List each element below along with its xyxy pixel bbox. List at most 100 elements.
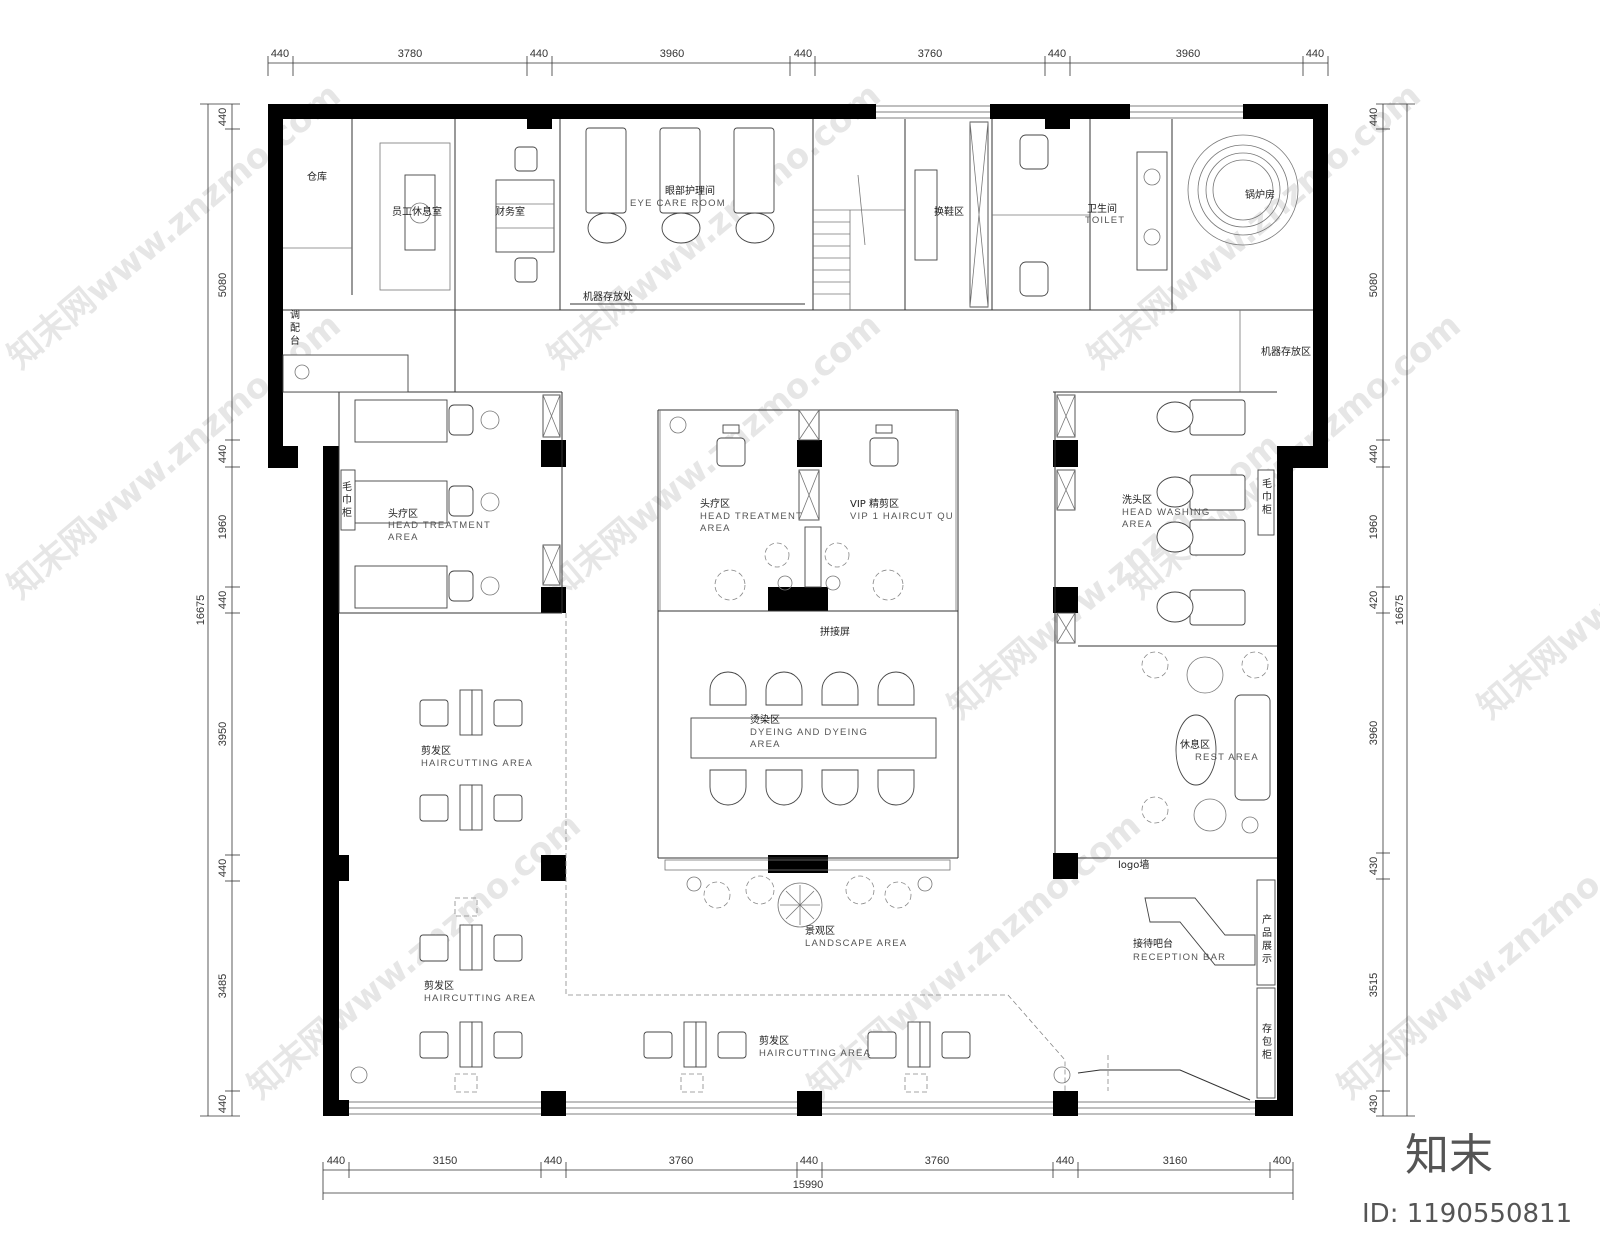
label-rest-en: REST AREA <box>1195 752 1259 763</box>
haircut-station <box>419 784 523 831</box>
label-towel-right-2: 巾 <box>1262 490 1272 503</box>
label-rest: 休息区 <box>1180 738 1210 751</box>
label-toilet: 卫生间 <box>1087 202 1117 215</box>
dim-left-4: 1960 <box>217 515 229 539</box>
dim-left-5: 440 <box>217 591 229 609</box>
label-wash: 洗头区 <box>1122 494 1152 506</box>
dim-right-8: 3515 <box>1368 973 1380 997</box>
dim-right-7: 430 <box>1368 857 1380 875</box>
label-towel-right-3: 柜 <box>1262 503 1272 516</box>
label-towel-left-1: 毛 <box>342 481 352 493</box>
label-bag-2: 包 <box>1262 1035 1272 1048</box>
rest-area-furniture <box>1141 651 1271 834</box>
dim-right-5: 420 <box>1368 591 1380 609</box>
dimension-top: 440 3780 440 3960 440 3760 440 3960 440 <box>267 48 1329 76</box>
image-id: ID: 1190550811 <box>1362 1199 1572 1229</box>
dim-bottom-8: 3160 <box>1163 1155 1187 1167</box>
label-dye-en1: DYEING AND DYEING <box>750 727 868 738</box>
label-landscape: 景观区 <box>805 925 835 937</box>
dim-left-6: 3950 <box>217 722 229 746</box>
partitions <box>283 119 1313 1091</box>
label-toilet-en: TOILET <box>1085 215 1125 226</box>
label-wash-en1: HEAD WASHING <box>1122 507 1210 518</box>
label-head-treat-mid-en1: HEAD TREATMENT <box>700 511 803 522</box>
label-towel-left-3: 柜 <box>342 506 352 519</box>
label-bag-1: 存 <box>1262 1022 1272 1035</box>
dim-top-8: 3960 <box>1176 48 1200 60</box>
dim-bottom-4: 3760 <box>669 1155 693 1167</box>
dimension-bottom: 440 3150 440 3760 440 3760 440 3160 400 … <box>322 1155 1294 1200</box>
label-warehouse: 仓库 <box>307 170 327 183</box>
label-head-treat-mid-en2: AREA <box>700 523 731 534</box>
label-haircut-2-en: HAIRCUTTING AREA <box>424 993 536 1004</box>
dim-top-5: 440 <box>794 48 812 60</box>
dim-left-1: 440 <box>217 108 229 126</box>
haircut-station <box>419 689 523 736</box>
label-machine-storage-right: 机器存放区 <box>1261 345 1311 358</box>
dim-right-total: 16675 <box>1394 595 1406 626</box>
dim-bottom-3: 440 <box>544 1155 562 1167</box>
washing-area-furniture <box>1156 399 1275 626</box>
dim-right-6: 3960 <box>1368 721 1380 745</box>
label-vip-en: VIP 1 HAIRCUT QU <box>850 511 954 522</box>
dim-bottom-1: 440 <box>327 1155 345 1167</box>
label-dye: 烫染区 <box>750 713 780 726</box>
watermark-text: 知末网www.znzmo.com <box>240 805 589 1107</box>
dimension-left: 440 5080 440 1960 440 3950 440 3485 440 … <box>195 103 240 1117</box>
dimension-right: 440 5080 440 1960 420 3960 430 3515 430 … <box>1368 103 1415 1117</box>
label-eye-care-en: EYE CARE ROOM <box>630 198 726 209</box>
watermark-text: 知末网www.znzmo.com <box>1470 425 1600 727</box>
dim-top-6: 3760 <box>918 48 942 60</box>
label-haircut-1-en: HAIRCUTTING AREA <box>421 758 533 769</box>
haircut-station <box>419 897 523 971</box>
landscape-furniture <box>686 875 933 928</box>
reception-bar <box>1077 897 1256 1101</box>
label-haircut-3: 剪发区 <box>759 1034 789 1047</box>
label-haircut-3-en: HAIRCUTTING AREA <box>759 1048 871 1059</box>
label-dye-en2: AREA <box>750 739 781 750</box>
label-towel-left-2: 巾 <box>342 493 352 506</box>
label-towel-right-1: 毛 <box>1262 478 1272 490</box>
dim-right-2: 5080 <box>1368 273 1380 297</box>
brand-logo-text: 知末 <box>1405 1130 1493 1181</box>
dim-bottom-7: 440 <box>1056 1155 1074 1167</box>
label-shoe-change: 换鞋区 <box>934 205 964 218</box>
label-eye-care: 眼部护理间 <box>665 184 715 197</box>
room-labels: 仓库 员工休息室 财务室 眼部护理间 EYE CARE ROOM 机器存放处 换… <box>290 170 1311 1061</box>
dyeing-area-furniture <box>664 671 951 871</box>
label-mixing-3: 台 <box>290 334 300 347</box>
label-product-1: 产 <box>1262 913 1272 926</box>
dim-bottom-6: 3760 <box>925 1155 949 1167</box>
label-reception-en: RECEPTION BAR <box>1133 952 1226 963</box>
dim-left-total: 16675 <box>195 595 207 626</box>
dim-right-1: 440 <box>1368 108 1380 126</box>
dim-top-4: 3960 <box>660 48 684 60</box>
haircut-station <box>419 1021 523 1093</box>
dim-left-8: 3485 <box>217 974 229 998</box>
center-room-furniture <box>669 416 904 601</box>
label-landscape-en: LANDSCAPE AREA <box>805 938 907 949</box>
dim-right-9: 430 <box>1368 1095 1380 1113</box>
dim-bottom-2: 3150 <box>433 1155 457 1167</box>
dim-top-7: 440 <box>1048 48 1066 60</box>
dim-left-7: 440 <box>217 859 229 877</box>
dim-bottom-5: 440 <box>800 1155 818 1167</box>
watermark-text: 知末网www.znzmo.com <box>940 425 1289 727</box>
dim-top-1: 440 <box>271 48 289 60</box>
head-treatment-left-furniture <box>340 399 500 609</box>
dim-top-2: 3780 <box>398 48 422 60</box>
dim-left-2: 5080 <box>217 273 229 297</box>
label-machine-storage-top: 机器存放处 <box>583 290 633 303</box>
haircut-station <box>867 1021 971 1093</box>
dim-right-4: 1960 <box>1368 515 1380 539</box>
label-wash-en2: AREA <box>1122 519 1153 530</box>
haircut-station <box>643 1021 747 1093</box>
label-product-2: 品 <box>1262 927 1272 939</box>
label-head-treat-left-en2: AREA <box>388 532 419 543</box>
columns <box>339 119 1078 881</box>
label-head-treat-mid: 头疗区 <box>700 497 730 510</box>
dim-left-9: 440 <box>217 1095 229 1113</box>
dim-bottom-total: 15990 <box>793 1179 824 1191</box>
label-haircut-2: 剪发区 <box>424 979 454 992</box>
